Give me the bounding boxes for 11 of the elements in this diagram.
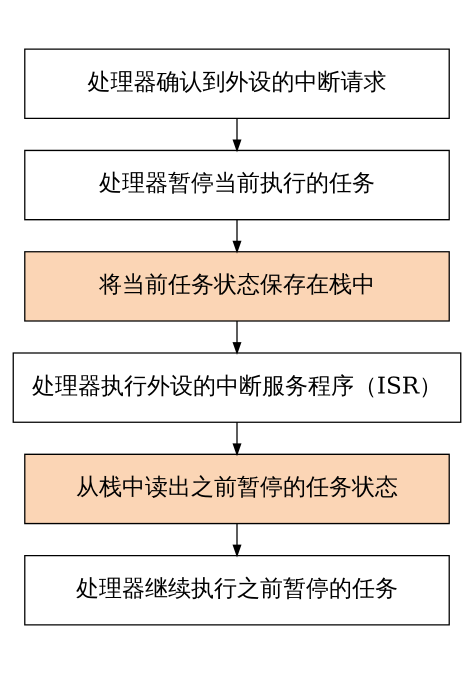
node-box: 从栈中读出之前暂停的任务状态 (24, 454, 450, 524)
arrow (232, 422, 242, 456)
arrow (232, 118, 242, 152)
node-box: 处理器确认到外设的中断请求 (24, 48, 450, 119)
arrow (232, 220, 242, 254)
node-box: 处理器执行外设的中断服务程序（ISR） (12, 352, 462, 423)
node-box: 处理器继续执行之前暂停的任务 (24, 555, 450, 626)
node-box: 处理器暂停当前执行的任务 (24, 150, 450, 220)
arrow (232, 524, 242, 558)
node-box: 将当前任务状态保存在栈中 (24, 251, 450, 322)
arrow (232, 321, 242, 355)
